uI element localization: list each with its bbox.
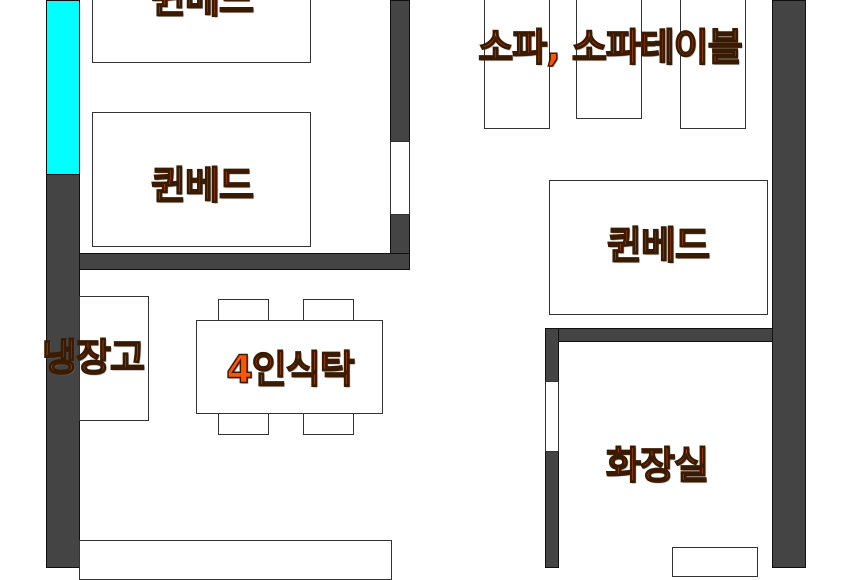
chair-top-right: [303, 299, 354, 321]
chair-bottom-right: [303, 412, 354, 435]
right-outer-wall: [772, 0, 806, 568]
queen-bed-top: [92, 0, 311, 63]
queen-bed-right-label: 퀸베드: [606, 223, 710, 269]
bedroom-window: [390, 141, 410, 215]
sofa-1: [484, 0, 550, 129]
fridge-label: 냉장고: [41, 335, 145, 381]
queen-bed-top-label: 퀸베드: [150, 0, 254, 24]
bedroom-bottom-wall: [79, 253, 410, 270]
sofa-table: [576, 0, 642, 119]
cyan-window: [46, 0, 80, 175]
bathroom-fixture: [672, 547, 758, 577]
chair-bottom-left: [218, 412, 269, 435]
queen-bed-right: [549, 180, 768, 315]
chair-top-left: [218, 299, 269, 321]
sofa-2: [680, 0, 746, 129]
queen-bed-left: [92, 112, 311, 247]
bedroom-right-wall: [390, 0, 410, 269]
bottom-furniture: [79, 540, 392, 580]
fridge: [79, 296, 149, 421]
dining-table: [196, 320, 383, 414]
sofa-label: 소파, 소파테이블: [478, 25, 744, 71]
dining-table-label: 4인식탁: [226, 347, 356, 393]
bathroom-window: [545, 381, 559, 452]
bathroom-label: 화장실: [605, 443, 709, 489]
bathroom-top-wall: [545, 328, 773, 342]
queen-bed-left-label: 퀸베드: [150, 163, 254, 209]
